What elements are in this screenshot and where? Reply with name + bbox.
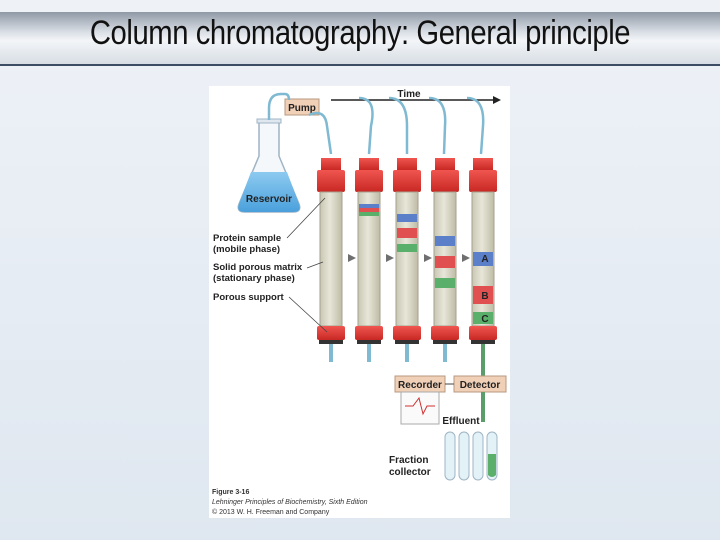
reservoir-flask — [237, 118, 301, 213]
protein-sample-sub-label: (mobile phase) — [213, 244, 280, 255]
reservoir-tube — [267, 92, 291, 120]
recorder-label: Recorder — [398, 380, 442, 391]
chromatography-figure: Time Pump Reservoir — [209, 86, 510, 518]
effluent-tube — [481, 392, 485, 422]
chromatography-diagram: Time Pump Reservoir — [212, 89, 507, 516]
time-arrowhead — [493, 96, 501, 104]
column-3 — [393, 158, 421, 362]
reservoir-label: Reservoir — [246, 194, 292, 205]
band-a-label: A — [481, 254, 488, 265]
figure-copyright: © 2013 W. H. Freeman and Company — [212, 508, 330, 516]
column-2 — [355, 158, 383, 362]
porous-support-label: Porous support — [213, 292, 285, 303]
pointer-lines — [286, 197, 328, 333]
title-bar — [0, 12, 720, 66]
effluent-label: Effluent — [442, 416, 480, 427]
band-c-label: C — [481, 314, 488, 325]
slide-title: Column chromatography: General principle — [89, 14, 631, 52]
pump-label: Pump — [288, 103, 316, 114]
column-5 — [469, 158, 497, 408]
figure-number: Figure 3-16 — [212, 489, 249, 496]
fraction-label: Fraction — [389, 455, 428, 466]
protein-sample-label: Protein sample — [213, 233, 281, 244]
fraction-collector — [444, 431, 498, 481]
matrix-label: Solid porous matrix — [213, 262, 303, 273]
feed-tubes — [308, 96, 485, 155]
matrix-sub-label: (stationary phase) — [213, 273, 295, 284]
flow-arrows — [348, 254, 470, 262]
figure-source: Lehninger Principles of Biochemistry, Si… — [212, 499, 368, 506]
pump-box — [284, 98, 320, 116]
column-4 — [431, 158, 459, 362]
band-b-label: B — [481, 291, 488, 302]
detector-label: Detector — [460, 380, 501, 391]
time-label: Time — [397, 89, 421, 100]
column-1 — [317, 158, 345, 362]
fraction-sub-label: collector — [389, 467, 431, 478]
recorder-chart — [400, 391, 440, 425]
